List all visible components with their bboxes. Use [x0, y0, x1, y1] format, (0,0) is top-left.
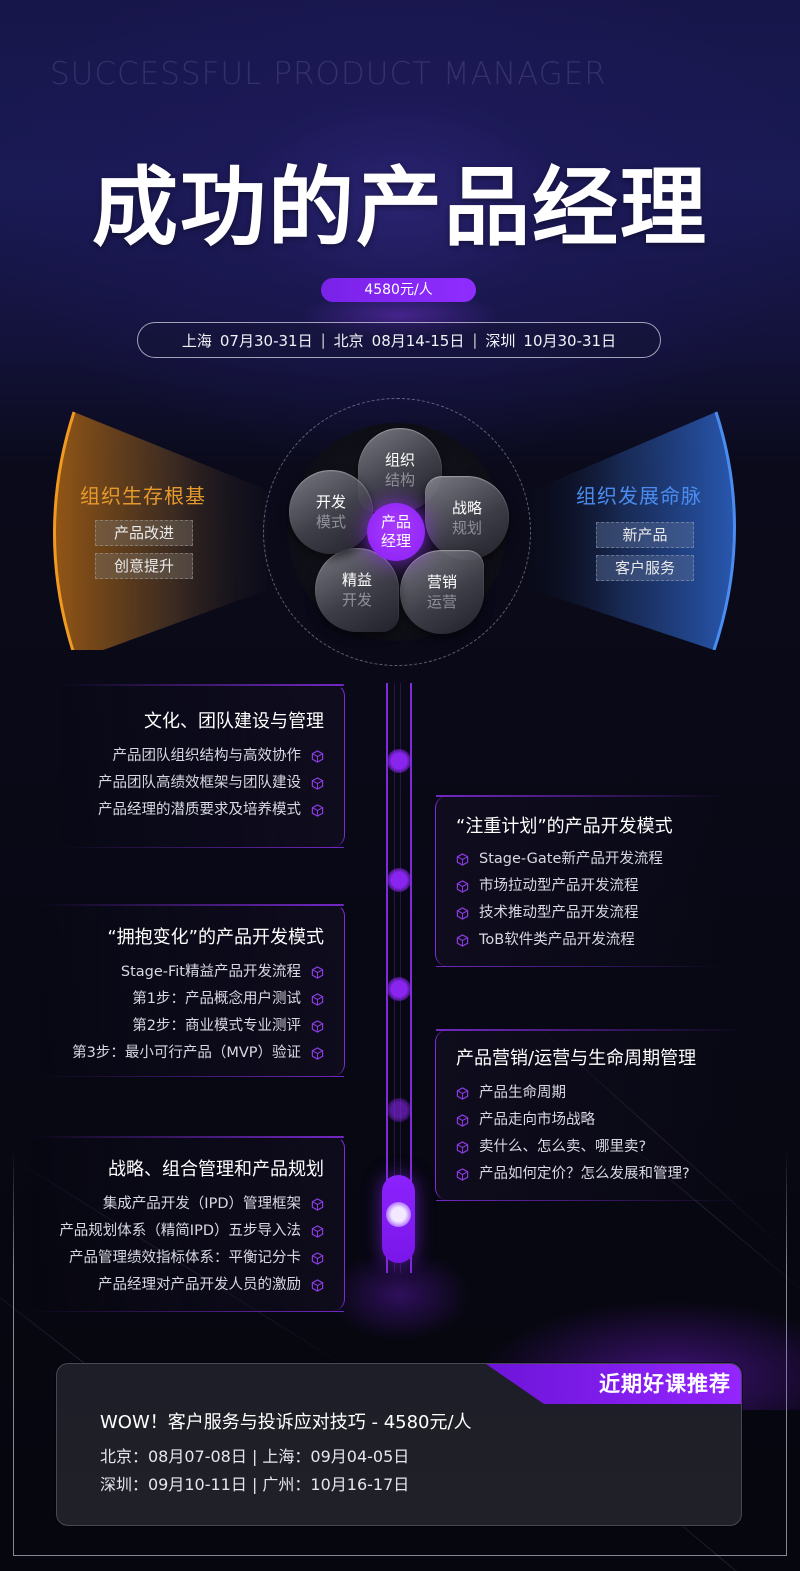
promo-schedule-line: 北京：08月07-08日 | 上海：09月04-05日 [100, 1447, 410, 1466]
module-item: 集成产品开发（IPD）管理框架 [30, 1191, 344, 1218]
petal-lean-development: 精益 开发 [315, 548, 399, 632]
module-card-strategy-portfolio: 战略、组合管理和产品规划 集成产品开发（IPD）管理框架 产品规划体系（精简IP… [30, 1136, 345, 1312]
timeline-dot [387, 977, 411, 1001]
module-card-plan-focused: “注重计划”的产品开发模式 Stage-Gate新产品开发流程 市场拉动型产品开… [435, 795, 725, 967]
timeline-dot [387, 749, 411, 773]
module-title: 产品营销/运营与生命周期管理 [456, 1048, 697, 1069]
wing-left: 组织生存根基 产品改进 创意提升 [52, 410, 312, 650]
wing-tag: 产品改进 [95, 520, 193, 546]
hub-center-product-manager: 产品 经理 [367, 503, 425, 561]
module-item: 技术推动型产品开发流程 [436, 900, 725, 927]
cube-icon [311, 1047, 324, 1060]
cube-icon [311, 1198, 324, 1211]
fan-shape-icon [533, 411, 736, 650]
module-item: 第1步：产品概念用户测试 [40, 986, 344, 1013]
cube-icon [456, 853, 469, 866]
hub-diagram: 组织 结构 战略 规划 营销 运营 精益 开发 开发 模式 产品 经理 [263, 398, 531, 666]
cube-icon [456, 1087, 469, 1100]
schedule-city: 北京 [333, 331, 364, 350]
wing-tag: 客户服务 [596, 555, 694, 581]
module-item: 产品经理的潜质要求及培养模式 [60, 797, 344, 824]
promo-title: WOW！客户服务与投诉应对技巧 - 4580元/人 [100, 1412, 472, 1433]
module-item: 产品经理对产品开发人员的激励 [30, 1272, 344, 1299]
petal-marketing-operations: 营销 运营 [400, 550, 484, 634]
outer-frame [13, 1150, 787, 1556]
cube-icon [456, 1141, 469, 1154]
cube-icon [311, 993, 324, 1006]
module-item: 产品如何定价？怎么发展和管理? [436, 1161, 745, 1188]
price-badge: 4580元/人 [321, 278, 476, 302]
cube-icon [311, 1225, 324, 1238]
wing-tag: 创意提升 [95, 553, 193, 579]
schedule-bar: 上海 07月30-31日 | 北京 08月14-15日 | 深圳 10月30-3… [137, 322, 661, 358]
cube-icon [456, 934, 469, 947]
promo-schedule-line: 深圳：09月10-11日 | 广州：10月16-17日 [100, 1475, 410, 1494]
knob-glow [330, 1250, 470, 1340]
module-item: Stage-Gate新产品开发流程 [436, 846, 725, 873]
module-item: 产品管理绩效指标体系：平衡记分卡 [30, 1245, 344, 1272]
module-item: 第2步：商业模式专业测评 [40, 1013, 344, 1040]
wing-tag: 新产品 [596, 522, 694, 548]
module-item: Stage-Fit精益产品开发流程 [40, 959, 344, 986]
schedule-city: 深圳 [485, 331, 516, 350]
cube-icon [456, 907, 469, 920]
wing-title: 组织发展命脉 [576, 484, 702, 508]
module-item: 市场拉动型产品开发流程 [436, 873, 725, 900]
knob-dot [386, 1202, 411, 1227]
module-item: 产品走向市场战略 [436, 1107, 745, 1134]
module-item: ToB软件类产品开发流程 [436, 927, 725, 954]
cube-icon [311, 1252, 324, 1265]
cube-icon [311, 1279, 324, 1292]
cube-icon [311, 966, 324, 979]
petal-development-mode: 开发 模式 [289, 470, 373, 554]
cube-icon [456, 880, 469, 893]
module-item: 产品规划体系（精简IPD）五步导入法 [30, 1218, 344, 1245]
cube-icon [311, 750, 324, 763]
schedule-city: 上海 [181, 331, 212, 350]
schedule-date: 08月14-15日 [371, 331, 465, 350]
cube-icon [311, 1020, 324, 1033]
timeline-knob [382, 1175, 415, 1263]
recommended-course-card[interactable]: 近期好课推荐 WOW！客户服务与投诉应对技巧 - 4580元/人 北京：08月0… [56, 1363, 742, 1526]
fan-shape-icon [53, 411, 267, 650]
promo-tag-label: 近期好课推荐 [599, 1372, 731, 1396]
english-title: SUCCESSFUL PRODUCT MANAGER [50, 56, 607, 92]
module-card-embrace-change: “拥抱变化”的产品开发模式 Stage-Fit精益产品开发流程 第1步：产品概念… [40, 904, 345, 1077]
cube-icon [311, 804, 324, 817]
module-card-culture-team: 文化、团队建设与管理 产品团队组织结构与高效协作 产品团队高绩效框架与团队建设 … [60, 684, 345, 848]
module-item: 产品团队高绩效框架与团队建设 [60, 770, 344, 797]
page-title: 成功的产品经理 [92, 157, 708, 258]
cube-icon [311, 777, 324, 790]
separator: | [320, 331, 326, 349]
module-title: “注重计划”的产品开发模式 [456, 816, 673, 837]
separator: | [472, 331, 478, 349]
timeline-dot [387, 1098, 411, 1122]
timeline-dot [387, 868, 411, 892]
dashed-ring [263, 398, 531, 666]
module-item: 产品团队组织结构与高效协作 [60, 743, 344, 770]
schedule-date: 07月30-31日 [219, 331, 313, 350]
promo-tag-shape [486, 1364, 741, 1404]
module-card-marketing-lifecycle: 产品营销/运营与生命周期管理 产品生命周期 产品走向市场战略 卖什么、怎么卖、哪… [435, 1029, 745, 1201]
module-title: “拥抱变化”的产品开发模式 [107, 927, 324, 948]
wing-title: 组织生存根基 [80, 484, 206, 508]
cube-icon [456, 1114, 469, 1127]
schedule-date: 10月30-31日 [523, 331, 617, 350]
module-item: 卖什么、怎么卖、哪里卖? [436, 1134, 745, 1161]
wing-right: 组织发展命脉 新产品 客户服务 [488, 410, 748, 650]
module-item: 产品生命周期 [436, 1080, 745, 1107]
module-title: 战略、组合管理和产品规划 [108, 1159, 324, 1180]
module-item: 第3步：最小可行产品（MVP）验证 [40, 1040, 344, 1067]
cube-icon [456, 1168, 469, 1181]
petal-strategy-planning: 战略 规划 [425, 476, 509, 560]
module-title: 文化、团队建设与管理 [144, 711, 324, 732]
